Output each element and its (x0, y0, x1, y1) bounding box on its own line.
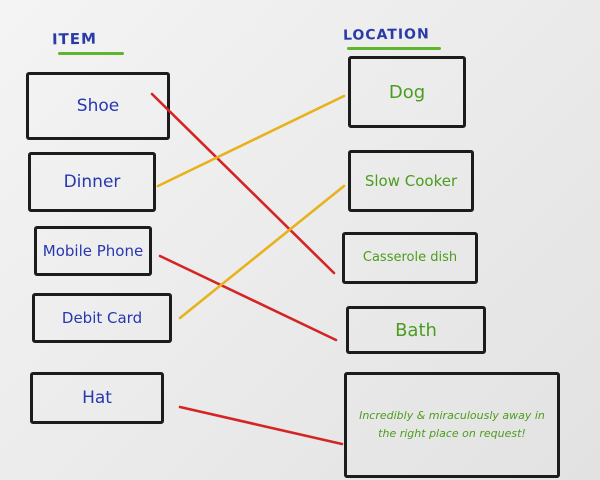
item-heading-underline (58, 52, 124, 55)
connection-line-dinner (156, 94, 346, 188)
item-box-shoe: Shoe (26, 72, 170, 140)
connection-line-shoe (150, 92, 336, 275)
item-box-hat: Hat (30, 372, 164, 424)
location-box-slow-cooker: Slow Cooker (348, 150, 474, 212)
item-box-mobile-phone: Mobile Phone (34, 226, 152, 276)
connection-line-debit-card (178, 184, 346, 320)
location-box-dog: Dog (348, 56, 466, 128)
item-box-debit-card: Debit Card (32, 293, 172, 343)
location-box-magic-away: Incredibly & miraculously away in the ri… (344, 372, 560, 478)
location-heading-underline (347, 47, 441, 50)
connection-line-hat (178, 405, 344, 446)
location-box-casserole-dish: Casserole dish (342, 232, 478, 284)
item-box-dinner: Dinner (28, 152, 156, 212)
location-box-bath: Bath (346, 306, 486, 354)
connection-line-mobile-phone (158, 254, 338, 342)
